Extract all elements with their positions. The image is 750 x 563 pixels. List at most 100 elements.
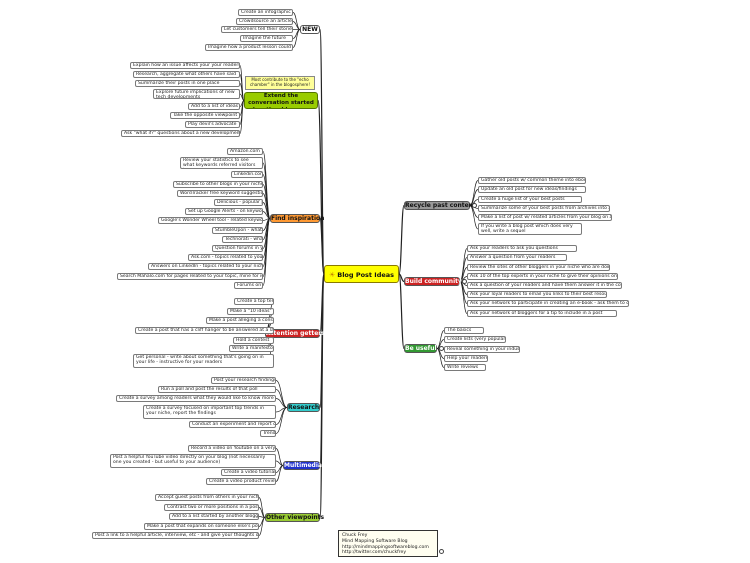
branch-multimedia[interactable]: Multimedia: [283, 461, 322, 470]
useful-leaf[interactable]: Help your readers: [444, 355, 488, 362]
branch-find[interactable]: Find inspiration: [270, 214, 325, 223]
attention-leaf[interactable]: Create a post that has a cliff hanger to…: [135, 327, 274, 334]
find-leaf[interactable]: Delicious - popular posts: [214, 199, 263, 206]
find-leaf[interactable]: Subscribe to other blogs in your niche: [173, 181, 263, 188]
new-leaf[interactable]: Create an infographic: [238, 9, 293, 16]
community-leaf[interactable]: Ask your readers to ask you questions: [467, 245, 577, 252]
find-leaf[interactable]: Review your statistics to see what keywo…: [180, 157, 263, 169]
recycle-leaf[interactable]: Create a huge list of your best posts: [478, 196, 582, 203]
research-leaf[interactable]: Run a poll and post the results of that …: [158, 386, 276, 393]
new-leaf[interactable]: Let customers tell their stories: [221, 26, 293, 33]
viewpoints-leaf[interactable]: Add to a list started by another blogger: [169, 513, 259, 520]
connector-recycle-leaf: [469, 205, 479, 230]
viewpoints-leaf[interactable]: Contrast two or more positions in a post: [164, 504, 259, 511]
attention-leaf[interactable]: Make a post alleging a conspiracy: [206, 317, 274, 324]
branch-viewpoints[interactable]: Other viewpoints: [265, 513, 325, 522]
multimedia-leaf[interactable]: Record a video on Youtube on a very focu…: [188, 445, 276, 452]
central-topic[interactable]: ☀Blog Post Ideas: [324, 265, 399, 283]
find-leaf[interactable]: Search Mahalo.com for pages related to y…: [117, 273, 263, 280]
find-leaf[interactable]: StumbleUpon - what's popular?: [212, 227, 263, 234]
community-leaf[interactable]: Ask your loyal readers to email you link…: [467, 291, 607, 298]
credit-line: Chuck Frey: [342, 533, 368, 538]
connector-find: [319, 217, 325, 275]
find-leaf[interactable]: Ask.com - topics related to your niche: [188, 254, 263, 261]
connector-useful: [398, 273, 405, 350]
community-leaf[interactable]: Review the sites of other bloggers in yo…: [467, 264, 610, 271]
connector-community-leaf: [459, 281, 468, 314]
useful-leaf[interactable]: Write reviews: [444, 364, 486, 371]
new-leaf[interactable]: Imagine how a product lesson could be im…: [205, 44, 293, 51]
find-leaf[interactable]: Answers on LinkedIn - topics related to …: [148, 263, 263, 270]
research-leaf[interactable]: Trends: [260, 430, 276, 437]
find-leaf[interactable]: Set up Google Alerts - on keywords/conce…: [185, 208, 263, 215]
viewpoints-leaf[interactable]: Make a post that expands on someone else…: [144, 523, 259, 530]
multimedia-leaf[interactable]: Create a video product review: [206, 478, 276, 485]
attention-leaf[interactable]: Hold a contest: [233, 337, 274, 344]
find-leaf[interactable]: Google's Wonder Wheel tool - related key…: [158, 217, 263, 224]
extend-leaf[interactable]: Explain how an issue affects your your r…: [130, 62, 240, 69]
recycle-leaf[interactable]: Update an old post for new ideas/finding…: [478, 186, 586, 193]
branch-recycle[interactable]: Recycle past content: [404, 201, 476, 210]
branch-useful[interactable]: Be useful: [404, 344, 437, 353]
connector-viewpoints: [319, 273, 325, 519]
extend-leaf[interactable]: Research, aggregate what others have sai…: [133, 71, 240, 78]
research-leaf[interactable]: Create a survey focused on important top…: [143, 405, 276, 419]
find-leaf[interactable]: WordTracker free keyword suggestion tool: [177, 190, 263, 197]
find-leaf[interactable]: Question forums in your niche: [212, 245, 263, 252]
expand-icon[interactable]: [472, 203, 477, 208]
community-leaf[interactable]: Answer a question from your readers: [467, 254, 567, 261]
extend-leaf[interactable]: Play devil's advocate: [185, 121, 240, 128]
credit-line: http://twitter.com/chuckfrey: [342, 550, 407, 556]
new-leaf[interactable]: Crowdsource an article: [236, 18, 293, 25]
connector-research-leaf: [275, 398, 288, 408]
recycle-leaf[interactable]: Make a list of post w/ related articles …: [478, 214, 612, 221]
useful-leaf[interactable]: Create lists (very popular!): [444, 336, 506, 343]
new-leaf[interactable]: Imagine the future: [240, 35, 293, 42]
find-leaf[interactable]: Technorati - what's popular?: [222, 236, 263, 243]
branch-new[interactable]: NEW: [300, 25, 320, 34]
connector-find-leaf: [262, 218, 271, 286]
lightbulb-icon: ☀: [328, 271, 336, 279]
recycle-leaf[interactable]: Summarize some of your best posts from a…: [478, 205, 610, 212]
expand-icon[interactable]: [462, 279, 467, 284]
connector-new-leaf: [292, 29, 301, 48]
multimedia-leaf[interactable]: Post a helpful YouTube video directly on…: [110, 454, 276, 468]
extend-leaf[interactable]: Ask "what if?" questions about a new dev…: [121, 130, 240, 137]
branch-community[interactable]: Build community: [404, 277, 462, 286]
viewpoints-leaf[interactable]: Accept guest posts from others in your n…: [155, 494, 259, 501]
community-leaf[interactable]: Ask 10 of the top experts in your niche …: [467, 273, 618, 280]
extend-leaf[interactable]: Summarize their posts in one place: [135, 80, 240, 87]
credit-line: http://mindmappingsoftwareblog.com: [342, 544, 429, 550]
find-leaf[interactable]: Forums on your topic: [234, 282, 263, 289]
find-leaf[interactable]: Amazon.com: [227, 148, 263, 155]
callout-note: Most contribute to the "echo chamber" in…: [245, 76, 315, 90]
viewpoints-leaf[interactable]: Post a link to a helpful article, interv…: [92, 532, 259, 539]
find-leaf[interactable]: Linkedin.com: [231, 171, 263, 178]
recycle-leaf[interactable]: If you write a blog post which does very…: [478, 223, 582, 235]
community-leaf[interactable]: Ask a question of your readers and have …: [467, 282, 622, 289]
branch-extend[interactable]: Extend the conversation started by other…: [244, 92, 318, 109]
research-leaf[interactable]: Create a survey among readers what they …: [116, 395, 276, 402]
useful-leaf[interactable]: The basics: [444, 327, 484, 334]
community-leaf[interactable]: Ask your network to participate in creat…: [467, 300, 629, 307]
extend-leaf[interactable]: Take the opposite viewpoint: [170, 112, 240, 119]
expand-icon[interactable]: [439, 346, 444, 351]
credit-line: Mind Mapping Software Blog: [342, 538, 408, 544]
connector-research-leaf: [275, 407, 288, 434]
attention-leaf[interactable]: Create a top ten list: [234, 298, 274, 305]
research-leaf[interactable]: Conduct an experiment and report on it: [189, 421, 276, 428]
attention-leaf[interactable]: Write a manifesto: [229, 345, 274, 352]
extend-leaf[interactable]: Explore future implications of new tech …: [153, 89, 240, 99]
connector-new: [319, 28, 325, 275]
extend-leaf[interactable]: Add to a list of ideas: [188, 103, 240, 110]
attention-leaf[interactable]: Make a "10 ideas" post: [227, 308, 274, 315]
attention-leaf[interactable]: Get personal - write about something tha…: [133, 354, 274, 368]
recycle-leaf[interactable]: Gather old posts w/ common theme into eb…: [478, 177, 586, 184]
research-leaf[interactable]: Post your research findings: [211, 377, 276, 384]
branch-research[interactable]: Research: [287, 403, 320, 412]
useful-leaf[interactable]: Reveal something in your industry: [444, 346, 520, 353]
central-topic-label: Blog Post Ideas: [337, 271, 395, 279]
community-leaf[interactable]: Ask your network of bloggers for a tip t…: [467, 310, 617, 317]
multimedia-leaf[interactable]: Create a video tutorial: [221, 469, 276, 476]
